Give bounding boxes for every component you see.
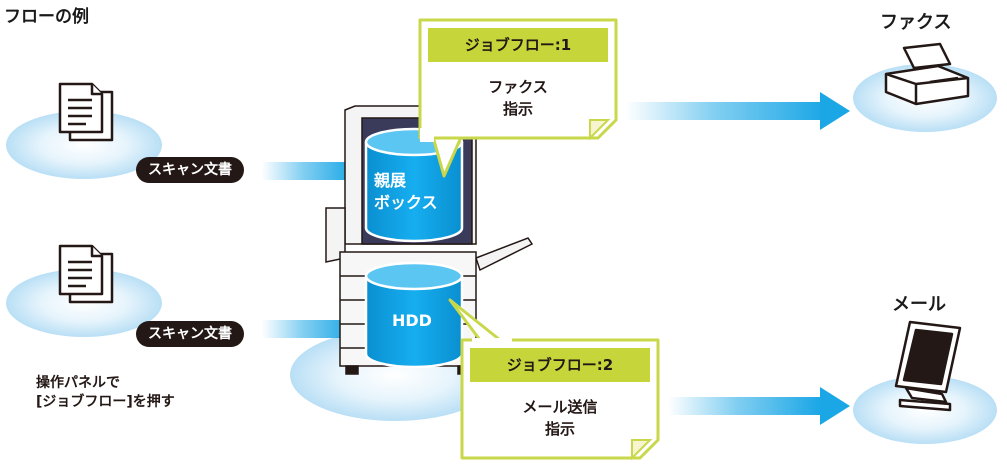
box-label-line2: ボックス — [374, 193, 438, 212]
arrow-fax — [626, 92, 850, 130]
note-2-body: メール送信 指示 — [470, 396, 650, 440]
instruction-line2: [ジョブフロー]を押す — [36, 394, 175, 410]
hdd-cylinder — [364, 261, 464, 369]
doc1-ellipse — [6, 111, 162, 179]
mail-ellipse — [853, 376, 997, 444]
box-label-line1: 親展 — [374, 171, 407, 190]
note-1-body: ファクス 指示 — [428, 76, 608, 120]
document-icon-1 — [58, 82, 114, 142]
arrow-mail — [668, 387, 850, 425]
instruction-text: 操作パネルで [ジョブフロー]を押す — [36, 374, 175, 412]
mail-terminal-icon — [894, 320, 962, 412]
note-2-line2: 指示 — [544, 420, 575, 438]
diagram-title: フローの例 — [4, 7, 89, 27]
fax-icon — [884, 42, 970, 106]
fax-label: ファクス — [880, 12, 952, 33]
mail-label: メール — [892, 294, 946, 315]
confidential-box-label: 親展 ボックス — [374, 170, 438, 214]
note-2-line1: メール送信 — [522, 398, 598, 416]
document-icon-2 — [58, 244, 114, 304]
note-1-line1: ファクス — [488, 78, 548, 96]
note-1-header: ジョブフロー:1 — [428, 28, 608, 62]
note-2-header: ジョブフロー:2 — [470, 348, 650, 382]
scan-document-pill-2: スキャン文書 — [136, 321, 244, 347]
hdd-label: HDD — [392, 311, 432, 330]
scan-document-pill-1: スキャン文書 — [136, 157, 244, 183]
instruction-line1: 操作パネルで — [36, 375, 120, 391]
note-1-line2: 指示 — [502, 100, 533, 118]
